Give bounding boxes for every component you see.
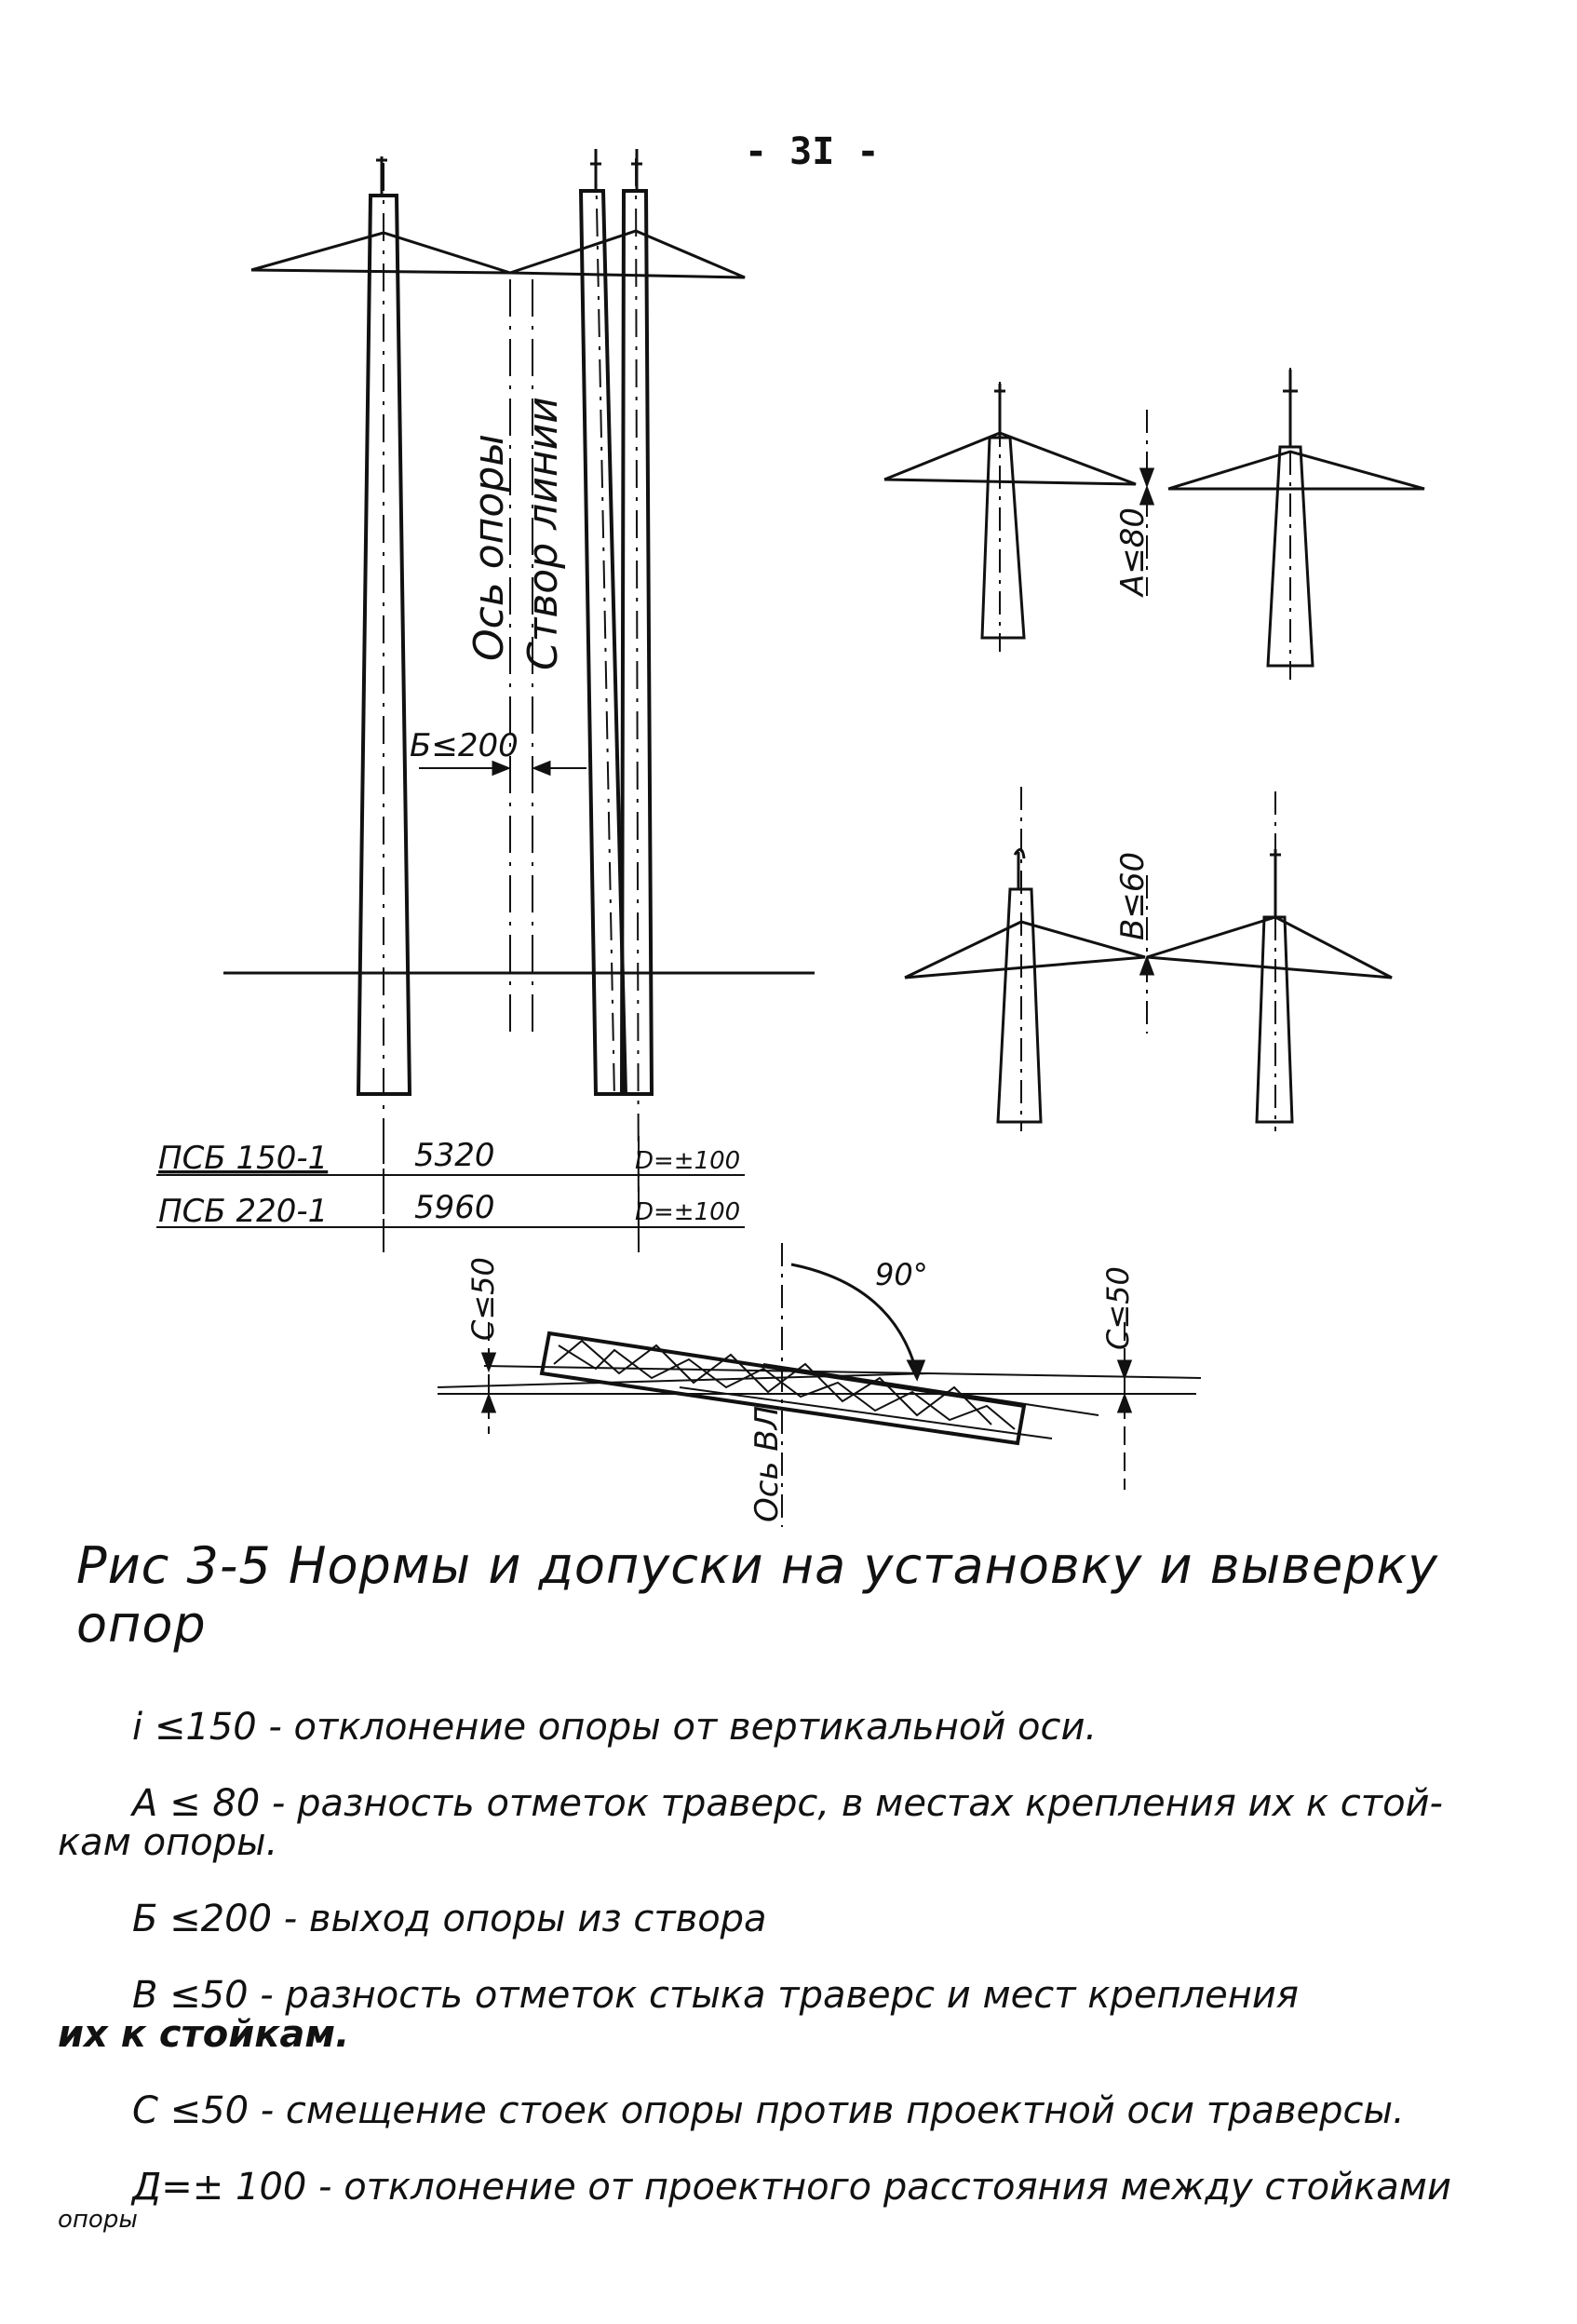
a-tolerance-view: [883, 368, 1425, 680]
b-tolerance-view: [904, 787, 1393, 1131]
table-row-2-type: ПСБ 220-1: [158, 1193, 328, 1230]
b-offset-label: Б≤200: [410, 727, 519, 764]
table-row-2-length: 5960: [414, 1189, 495, 1226]
page-number: - 3I -: [745, 130, 880, 173]
c-right-label: C≤50: [1100, 1266, 1136, 1350]
tolerance-notes: i ≤150 - отклонение опоры от вертикально…: [58, 1706, 1510, 2271]
note-d: Д=± 100 - отклонение от проектного расст…: [132, 2166, 1451, 2209]
note-b: Б ≤200 - выход опоры из створа: [132, 1898, 767, 1940]
plan-view: [437, 1243, 1202, 1527]
table-row-1-length: 5320: [414, 1137, 495, 1174]
v-diff-label: B≤60: [1114, 852, 1152, 940]
right-pole-a: [578, 189, 628, 1096]
main-pole-view: [223, 149, 815, 1249]
table-row-1-type: ПСБ 150-1: [158, 1140, 328, 1177]
note-a-cont: кам опоры.: [58, 1821, 278, 1864]
figure-caption: Рис 3-5 Нормы и допуски на установку и в…: [76, 1536, 1439, 1654]
right-crossarm: [509, 229, 746, 279]
left-crossarm: [250, 231, 511, 275]
line-alignment-label: Створ линии: [519, 397, 567, 670]
left-pole: [356, 194, 412, 1096]
table-row-2-tolerance: D=±100: [635, 1198, 740, 1226]
note-a: A ≤ 80 - разность отметок траверс, в мес…: [132, 1782, 1443, 1825]
note-v-cont: их к стойкам.: [58, 2013, 350, 2056]
note-d-cont: опоры: [58, 2206, 138, 2234]
note-v: B ≤50 - разность отметок стыка траверс и…: [132, 1974, 1299, 2017]
support-axis-label: Ось опоры: [465, 434, 513, 661]
pole-table: [156, 1136, 745, 1252]
note-c: C ≤50 - смещение стоек опоры против прое…: [132, 2089, 1405, 2132]
crossarm-axis-label: Ось ВЛ: [748, 1406, 786, 1522]
a-diff-label: A≤80: [1114, 507, 1152, 598]
angle-label: 90°: [875, 1257, 928, 1292]
note-i: i ≤150 - отклонение опоры от вертикально…: [132, 1706, 1098, 1749]
right-pole-b: [619, 189, 654, 1096]
table-row-1-tolerance: D=±100: [635, 1147, 740, 1175]
c-left-label: C≤50: [465, 1257, 501, 1341]
